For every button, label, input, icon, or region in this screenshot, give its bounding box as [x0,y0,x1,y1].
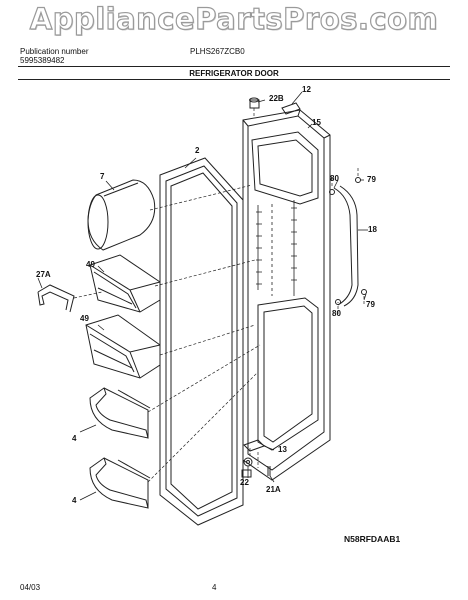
callout-49-upper: 49 [86,260,95,269]
bin-7 [87,179,156,251]
handle-27A [37,284,75,313]
callout-2: 2 [195,146,200,155]
handle-screws [329,177,367,305]
callout-12: 12 [302,85,311,94]
callout-49-lower: 49 [80,314,89,323]
footer-page-number: 4 [212,583,217,592]
door-liner [242,109,331,481]
callout-13: 13 [278,445,287,454]
header-divider-top [18,66,450,67]
callout-22B: 22B [269,94,284,103]
bin-4-lower [89,457,151,509]
assembly-lines [73,108,365,483]
callout-80-upper: 80 [330,174,339,183]
liner-shelf-rails [256,200,297,296]
bin-49-upper [89,254,161,313]
model-number: PLHS267ZCB0 [190,47,245,56]
callout-15: 15 [312,118,321,127]
callout-21A: 21A [266,485,281,494]
callout-80-lower: 80 [332,309,341,318]
callout-22: 22 [240,478,249,487]
callout-4-lower: 4 [72,496,77,505]
bin-4-upper [89,387,151,439]
header-divider-bottom [18,79,450,80]
callout-4-upper: 4 [72,434,77,443]
callout-79-lower: 79 [366,300,375,309]
callout-18: 18 [368,225,377,234]
section-title: REFRIGERATOR DOOR [189,69,279,78]
diagram-code: N58RFDAAB1 [344,534,401,544]
top-hinge-parts [249,97,301,115]
door-gasket [159,157,244,526]
leader-lines [37,91,368,501]
footer-date: 04/03 [20,583,41,592]
callout-27A: 27A [36,270,51,279]
publication-label: Publication number [20,47,89,56]
door-handle-18 [333,185,359,307]
callout-79-upper: 79 [367,175,376,184]
callout-7: 7 [100,172,105,181]
watermark: AppliancePartsPros.com [29,1,439,36]
publication-number: 5995389482 [20,56,65,65]
bin-49-lower [85,314,161,379]
